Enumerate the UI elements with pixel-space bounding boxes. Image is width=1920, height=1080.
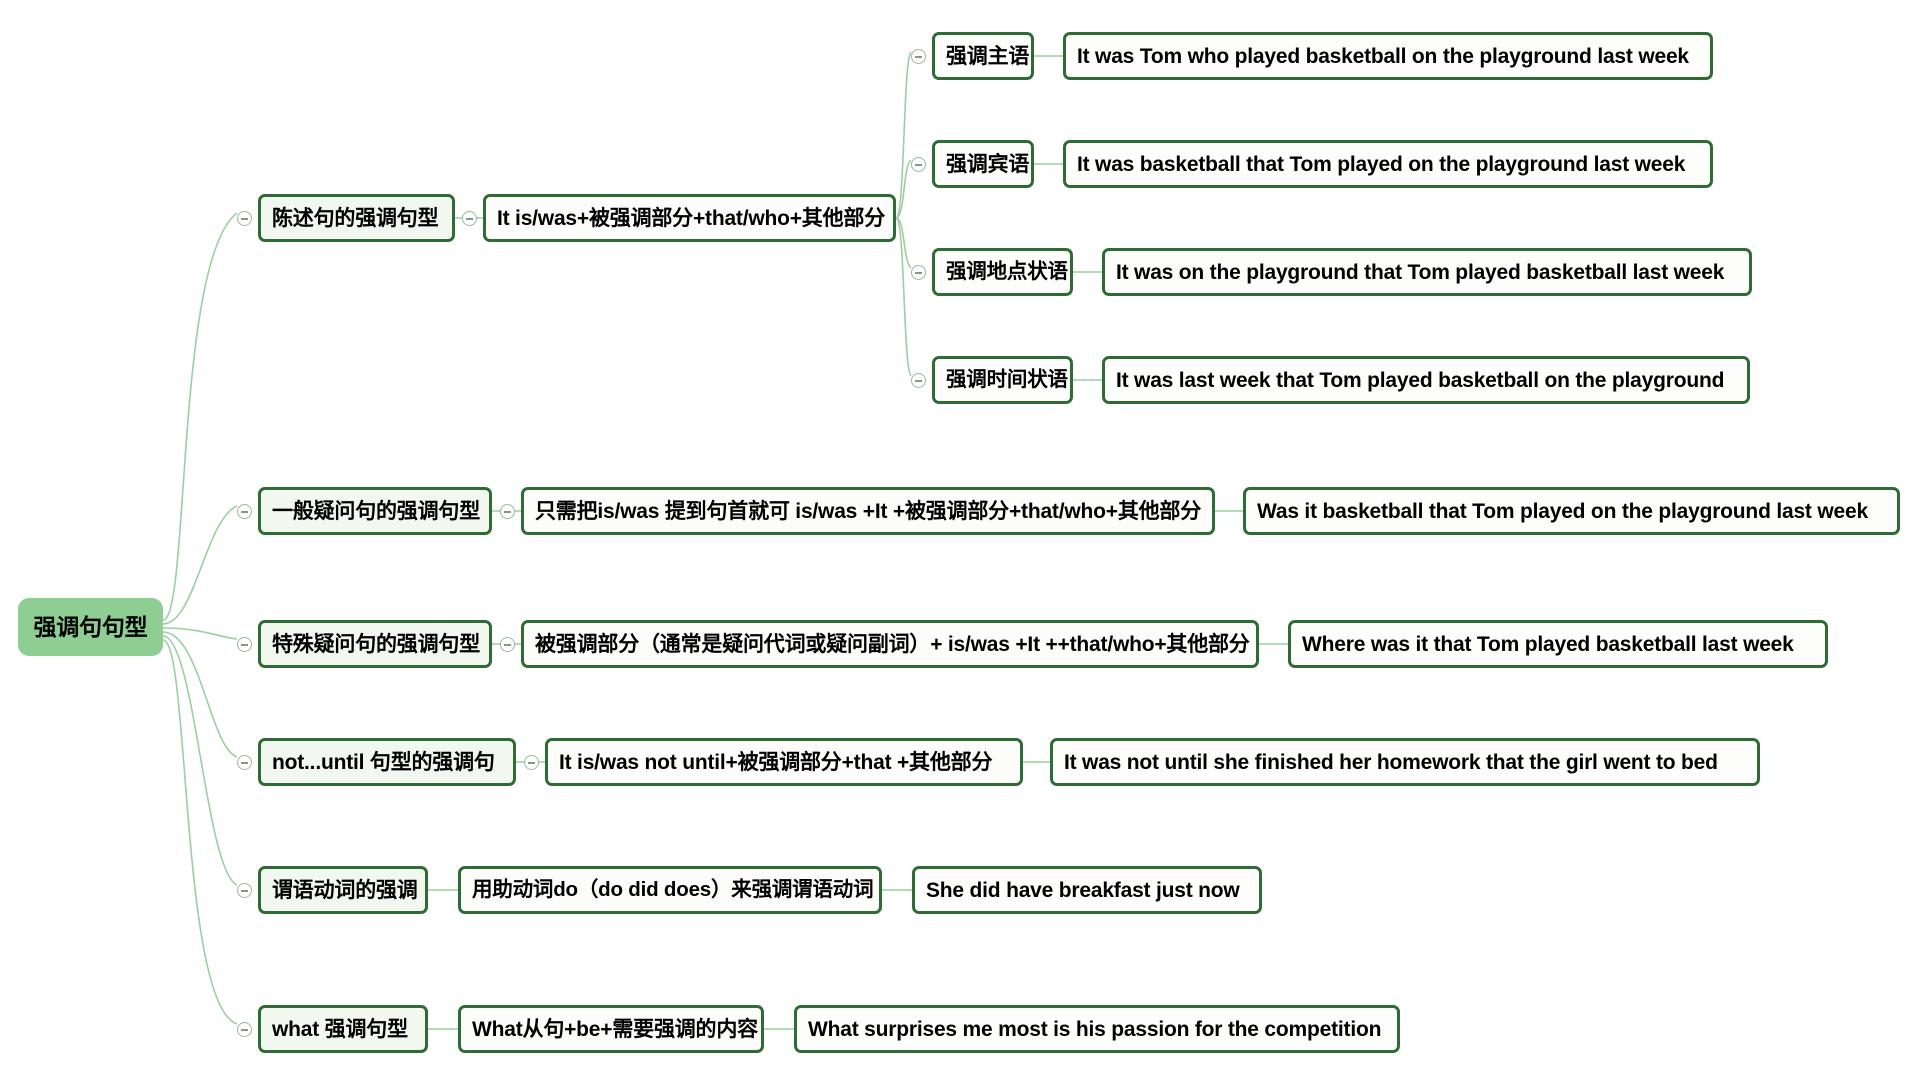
branch-what-clause[interactable]: what 强调句型 bbox=[258, 1005, 428, 1053]
leaf-emphasize-object[interactable]: 强调宾语 bbox=[932, 140, 1034, 188]
formula-what-clause[interactable]: What从句+be+需要强调的内容 bbox=[458, 1005, 764, 1053]
example-emphasize-place-adverbial[interactable]: It was on the playground that Tom played… bbox=[1102, 248, 1752, 296]
connector-line bbox=[162, 212, 238, 621]
collapse-toggle-declarative[interactable] bbox=[237, 211, 252, 226]
example-what-clause[interactable]: What surprises me most is his passion fo… bbox=[794, 1005, 1400, 1053]
example-predicate-verb[interactable]: She did have breakfast just now bbox=[912, 866, 1262, 914]
example-emphasize-time-adverbial[interactable]: It was last week that Tom played basketb… bbox=[1102, 356, 1750, 404]
collapse-toggle-predicate-verb[interactable] bbox=[237, 883, 252, 898]
root-node[interactable]: 强调句句型 bbox=[18, 598, 163, 656]
example-emphasize-object[interactable]: It was basketball that Tom played on the… bbox=[1063, 140, 1713, 188]
collapse-toggle-special-question-formula[interactable] bbox=[500, 637, 515, 652]
connector-line bbox=[162, 627, 238, 640]
collapse-toggle-what-clause[interactable] bbox=[237, 1022, 252, 1037]
connector-line bbox=[895, 159, 912, 219]
formula-general-question[interactable]: 只需把is/was 提到句首就可 is/was +It +被强调部分+that/… bbox=[521, 487, 1215, 535]
leaf-emphasize-subject[interactable]: 强调主语 bbox=[932, 32, 1034, 80]
collapse-toggle-emphasize-place[interactable] bbox=[911, 265, 926, 280]
connector-line bbox=[162, 635, 238, 886]
branch-general-question[interactable]: 一般疑问句的强调句型 bbox=[258, 487, 492, 535]
formula-special-question[interactable]: 被强调部分（通常是疑问代词或疑问副词）+ is/was +It ++that/w… bbox=[521, 620, 1259, 668]
example-emphasize-subject[interactable]: It was Tom who played basketball on the … bbox=[1063, 32, 1713, 80]
formula-declarative[interactable]: It is/was+被强调部分+that/who+其他部分 bbox=[483, 194, 896, 242]
collapse-toggle-emphasize-object[interactable] bbox=[911, 157, 926, 172]
branch-declarative[interactable]: 陈述句的强调句型 bbox=[258, 194, 455, 242]
example-not-until[interactable]: It was not until she finished her homewo… bbox=[1050, 738, 1760, 786]
branch-not-until[interactable]: not...until 句型的强调句 bbox=[258, 738, 516, 786]
connector-line bbox=[895, 217, 912, 269]
collapse-toggle-declarative-formula[interactable] bbox=[462, 211, 477, 226]
leaf-emphasize-time-adverbial[interactable]: 强调时间状语 bbox=[932, 356, 1073, 404]
connector-line bbox=[162, 639, 238, 1025]
collapse-toggle-not-until[interactable] bbox=[237, 755, 252, 770]
formula-not-until[interactable]: It is/was not until+被强调部分+that +其他部分 bbox=[545, 738, 1023, 786]
example-special-question[interactable]: Where was it that Tom played basketball … bbox=[1288, 620, 1828, 668]
collapse-toggle-not-until-formula[interactable] bbox=[524, 755, 539, 770]
example-general-question[interactable]: Was it basketball that Tom played on the… bbox=[1243, 487, 1900, 535]
collapse-toggle-special-question[interactable] bbox=[237, 637, 252, 652]
collapse-toggle-emphasize-subject[interactable] bbox=[911, 49, 926, 64]
connector-line bbox=[895, 217, 912, 377]
collapse-toggle-emphasize-time[interactable] bbox=[911, 373, 926, 388]
connector-line bbox=[895, 51, 912, 219]
branch-predicate-verb[interactable]: 谓语动词的强调 bbox=[258, 866, 428, 914]
branch-special-question[interactable]: 特殊疑问句的强调句型 bbox=[258, 620, 492, 668]
connector-line bbox=[162, 505, 238, 625]
connector-line bbox=[162, 631, 238, 758]
formula-predicate-verb[interactable]: 用助动词do（do did does）来强调谓语动词 bbox=[458, 866, 882, 914]
leaf-emphasize-place-adverbial[interactable]: 强调地点状语 bbox=[932, 248, 1073, 296]
collapse-toggle-general-question-formula[interactable] bbox=[500, 504, 515, 519]
collapse-toggle-general-question[interactable] bbox=[237, 504, 252, 519]
